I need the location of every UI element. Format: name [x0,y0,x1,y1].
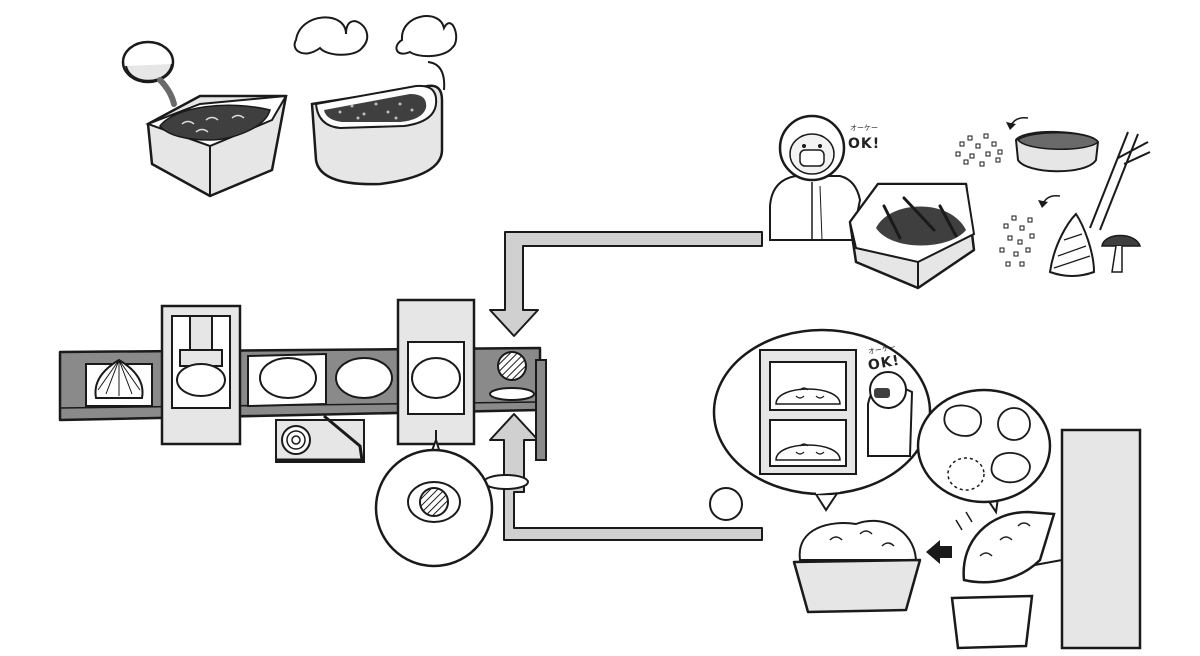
detail-bubble [374,436,494,568]
dough-ball [709,487,743,521]
dough-wrap-station [247,352,393,408]
fermentation-bubble [712,328,932,512]
seasoning-tub [145,94,288,198]
worker-top [769,114,862,241]
meat-block [1014,131,1100,173]
pouring-bowl [121,40,177,107]
kneading-bubble [916,388,1052,515]
dough-disc [483,474,529,490]
mixing-bin [848,182,976,290]
bamboo-shoot [1048,212,1096,277]
ingredient-scatter [955,116,1061,267]
filling-machine [396,298,476,466]
filling-ball-on-belt [489,351,535,401]
finished-bun [85,358,153,407]
cooking-pot [293,15,458,186]
flow-arrow-filling-to-belt [489,231,763,337]
flow-arrow-dough-to-belt [489,413,763,541]
green-onion [1089,131,1151,231]
shaping-press [160,304,242,446]
ok-label-top: OK! [848,136,880,152]
mushroom [1101,234,1141,273]
ok-label-inner: OK! [867,353,901,374]
dough-tray [792,519,922,614]
flow-arrow-mixer-to-tray [926,540,952,564]
mixer-machine [950,428,1142,650]
ok-kana-top: オーケー [850,124,878,132]
